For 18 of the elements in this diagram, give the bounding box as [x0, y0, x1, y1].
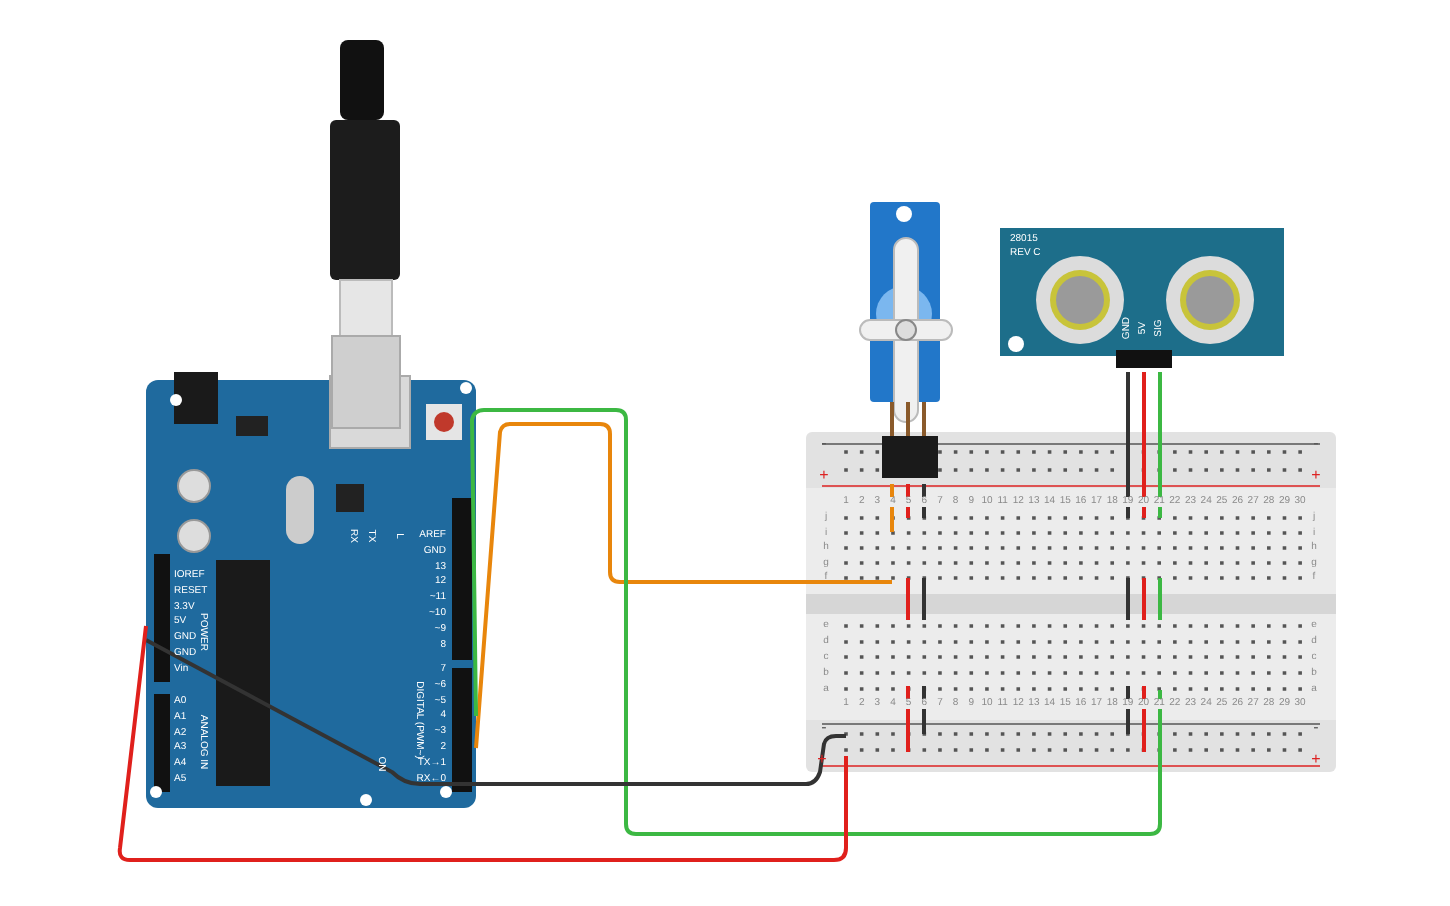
rail-sign: - — [1313, 436, 1319, 452]
wire — [890, 484, 894, 532]
wire — [145, 638, 846, 786]
wire — [906, 484, 910, 518]
rail-sign: - — [1313, 720, 1319, 736]
rail-sign: - — [821, 436, 827, 452]
wire — [470, 408, 1162, 836]
wire — [1142, 372, 1146, 518]
wire — [1158, 372, 1162, 518]
rail-sign: + — [819, 468, 829, 484]
rail-sign: + — [1311, 468, 1321, 484]
wire — [118, 625, 848, 862]
wire — [922, 484, 926, 518]
wire — [1126, 372, 1130, 518]
rail-sign: + — [817, 752, 827, 768]
rail-sign: + — [1311, 752, 1321, 768]
wire — [474, 422, 892, 749]
rail-sign: - — [821, 720, 827, 736]
